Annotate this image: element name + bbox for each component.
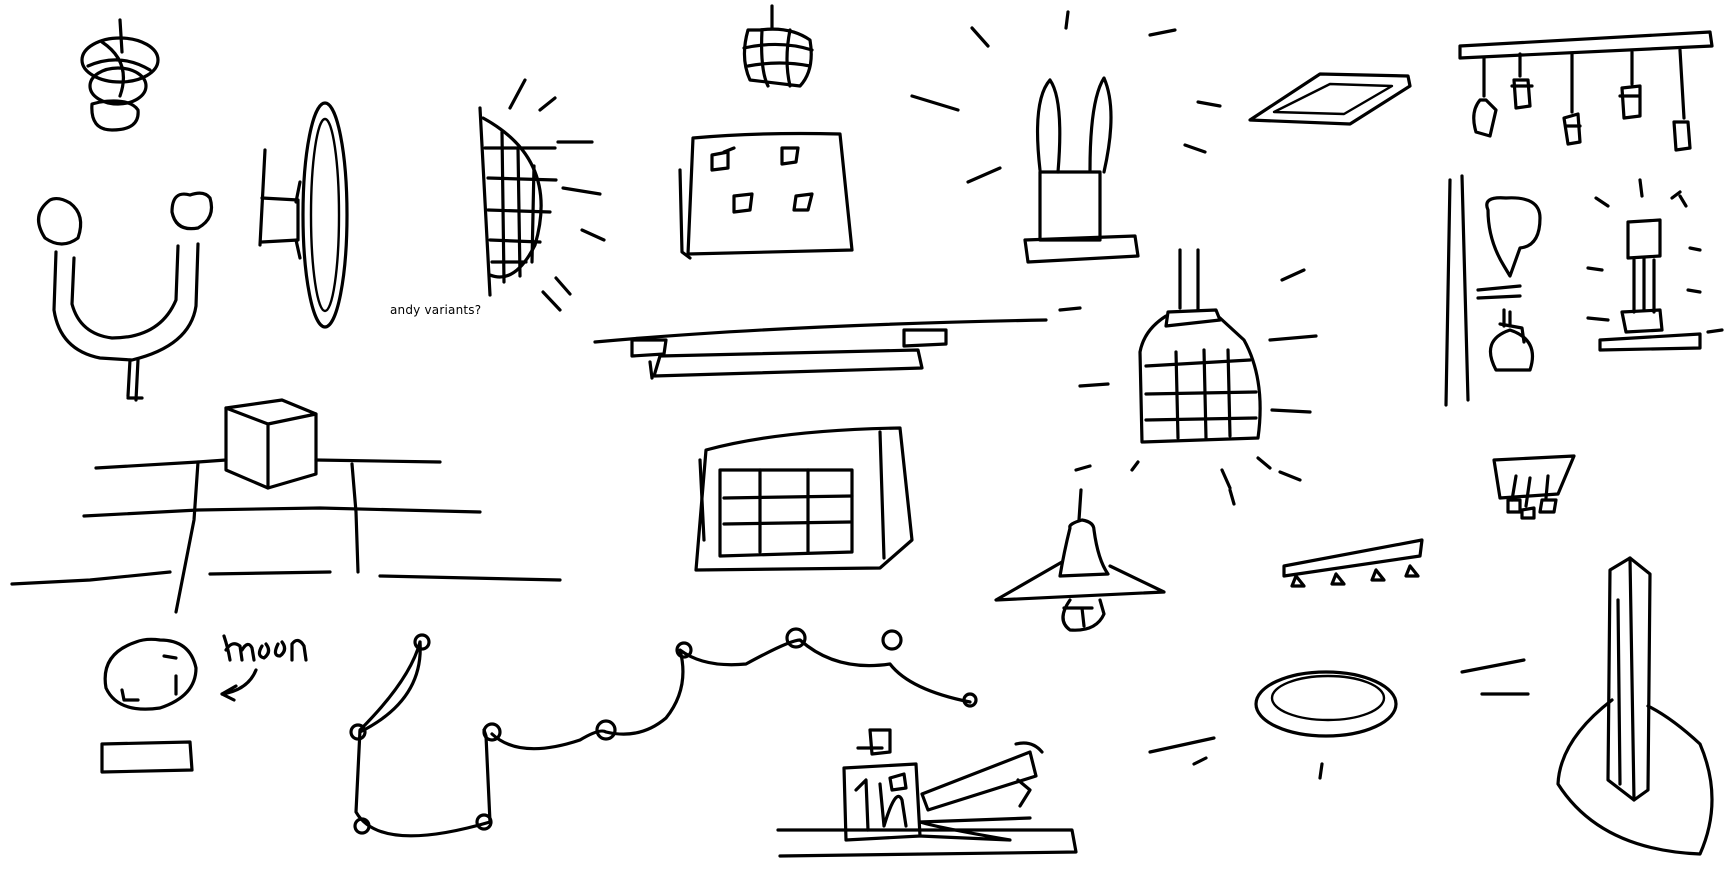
flat-square-ceiling-panel-sketch <box>1248 72 1412 126</box>
desk-lamp-table-sketch <box>776 728 1078 858</box>
hanging-dome-lamp-sketch <box>994 488 1166 632</box>
half-dome-grid-lamp-sketch <box>478 78 606 312</box>
track-spotlights-sketch <box>1282 538 1424 588</box>
cage-pendant-lamp-sketch <box>742 4 814 88</box>
tiled-floor-box-sketch <box>10 398 562 614</box>
arm-wall-lamp-sketch <box>1444 174 1542 407</box>
u-shaped-globe-lamp-sketch <box>37 191 214 402</box>
grid-box-light-sketch <box>694 426 914 572</box>
bunny-ear-lamp-sketch <box>910 10 1222 264</box>
spotlight-panel-sketch <box>678 131 854 260</box>
linear-ceiling-light-sketch <box>593 318 1048 380</box>
prism-floor-lamp-sketch <box>1556 556 1714 856</box>
oval-wall-sconce-sketch <box>258 101 349 329</box>
moon-lamp-sketch <box>100 634 308 774</box>
globe-ceiling-lamp-sketch <box>80 18 160 132</box>
string-lights-sketch <box>349 627 978 838</box>
cage-pendant-big-sketch <box>1058 248 1318 506</box>
round-flush-ceiling-light-sketch <box>1148 658 1530 780</box>
track-pendant-bulbs-sketch <box>1458 30 1714 152</box>
small-floor-lamp-sketch <box>1586 178 1724 352</box>
ceiling-cluster-lamp-sketch <box>1492 454 1576 520</box>
andy-variants-note: andy variants? <box>390 303 482 317</box>
